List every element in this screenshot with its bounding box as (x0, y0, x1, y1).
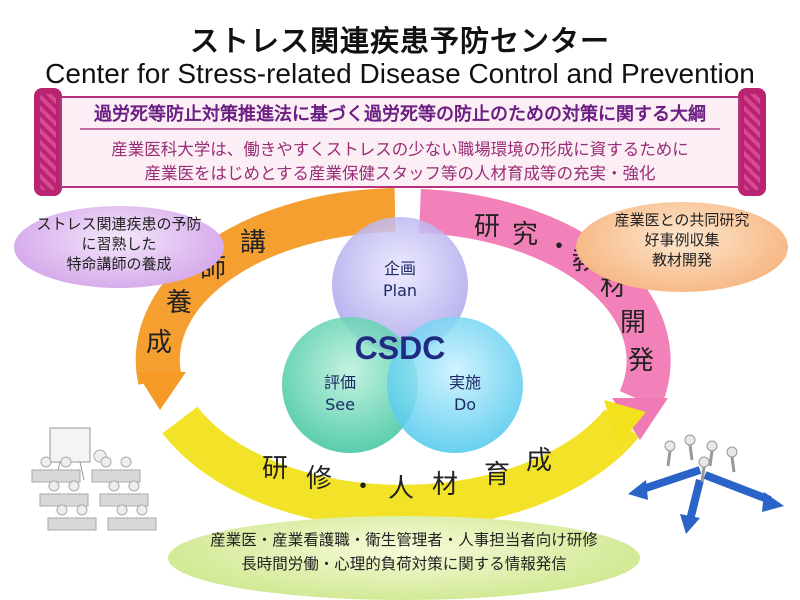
venn-plan-label: 企画 Plan (360, 258, 440, 302)
bubble-research: 産業医との共同研究 好事例収集 教材開発 (576, 202, 788, 292)
runners-illustration (628, 434, 784, 534)
banner-line-1: 産業医科大学は、働きやすくストレスの少ない職場環境の形成に資するために (111, 140, 689, 159)
page-title: ストレス関連疾患予防センター (189, 24, 610, 58)
venn-do-ja: 実施 (448, 373, 481, 392)
scroll-roll-right (738, 88, 766, 196)
bubble-line: 産業医との共同研究 (614, 211, 750, 229)
ring-arrow-left (136, 372, 186, 410)
bubble-line: 特命講師の養成 (66, 255, 172, 273)
bubble-line: 教材開発 (651, 251, 712, 269)
venn-do-circle (387, 317, 523, 453)
ring-arrow-bottom (604, 400, 646, 446)
ring-char: 発 (628, 346, 655, 376)
venn-see-label: 評価 See (300, 372, 380, 416)
ring-char: ・ (546, 232, 573, 262)
bubble-line: 産業医・産業看護職・衛生管理者・人事担当者向け研修 (210, 531, 598, 549)
ring-char: 成 (146, 328, 173, 358)
bubble-line: 好事例収集 (644, 231, 720, 249)
venn-see-en: See (325, 395, 355, 414)
ring-segment-left (135, 188, 396, 385)
venn-center-label: CSDC (354, 330, 446, 366)
venn-plan-en: Plan (382, 281, 418, 300)
bubble-line: に習熟した (81, 235, 157, 253)
bubble-lecturer-training: ストレス関連疾患の予防 に習熟した 特命講師の養成 (14, 206, 224, 288)
venn-do-en: Do (453, 395, 477, 414)
ring-segment-bottom (162, 406, 640, 529)
ring-char: 人 (388, 474, 415, 504)
bubble-training: 産業医・産業看護職・衛生管理者・人事担当者向け研修 長時間労働・心理的負荷対策に… (168, 516, 640, 600)
venn-see-circle (282, 317, 418, 453)
page-subtitle: Center for Stress-related Disease Contro… (45, 58, 755, 89)
ring-char: ・ (350, 472, 377, 502)
ring-char: 開 (620, 308, 647, 338)
banner-divider (80, 128, 720, 130)
bubble-line: ストレス関連疾患の予防 (36, 215, 202, 233)
scroll-banner (60, 96, 740, 188)
banner-heading: 過労死等防止対策推進法に基づく過労死等の防止のための対策に関する大綱 (94, 104, 706, 125)
bubble-line: 長時間労働・心理的負荷対策に関する情報発信 (241, 555, 567, 573)
scroll-roll-left (34, 88, 62, 196)
ring-char: 成 (526, 446, 553, 476)
ring-char: 養 (166, 288, 193, 318)
ring-char: 材 (432, 470, 459, 500)
venn-see-ja: 評価 (323, 373, 356, 392)
banner-line-2: 産業医をはじめとする産業保健スタッフ等の人材育成等の充実・強化 (144, 164, 656, 183)
venn-do-label: 実施 Do (425, 372, 505, 416)
ring-char: 研 (474, 212, 501, 242)
ring-char: 育 (484, 460, 511, 490)
ring-char: 講 (240, 228, 267, 258)
ring-char: 研 (262, 454, 289, 484)
seminar-illustration (31, 427, 157, 531)
ring-char: 修 (306, 464, 333, 494)
venn-plan-ja: 企画 (383, 259, 416, 278)
ring-char: 究 (512, 220, 539, 250)
